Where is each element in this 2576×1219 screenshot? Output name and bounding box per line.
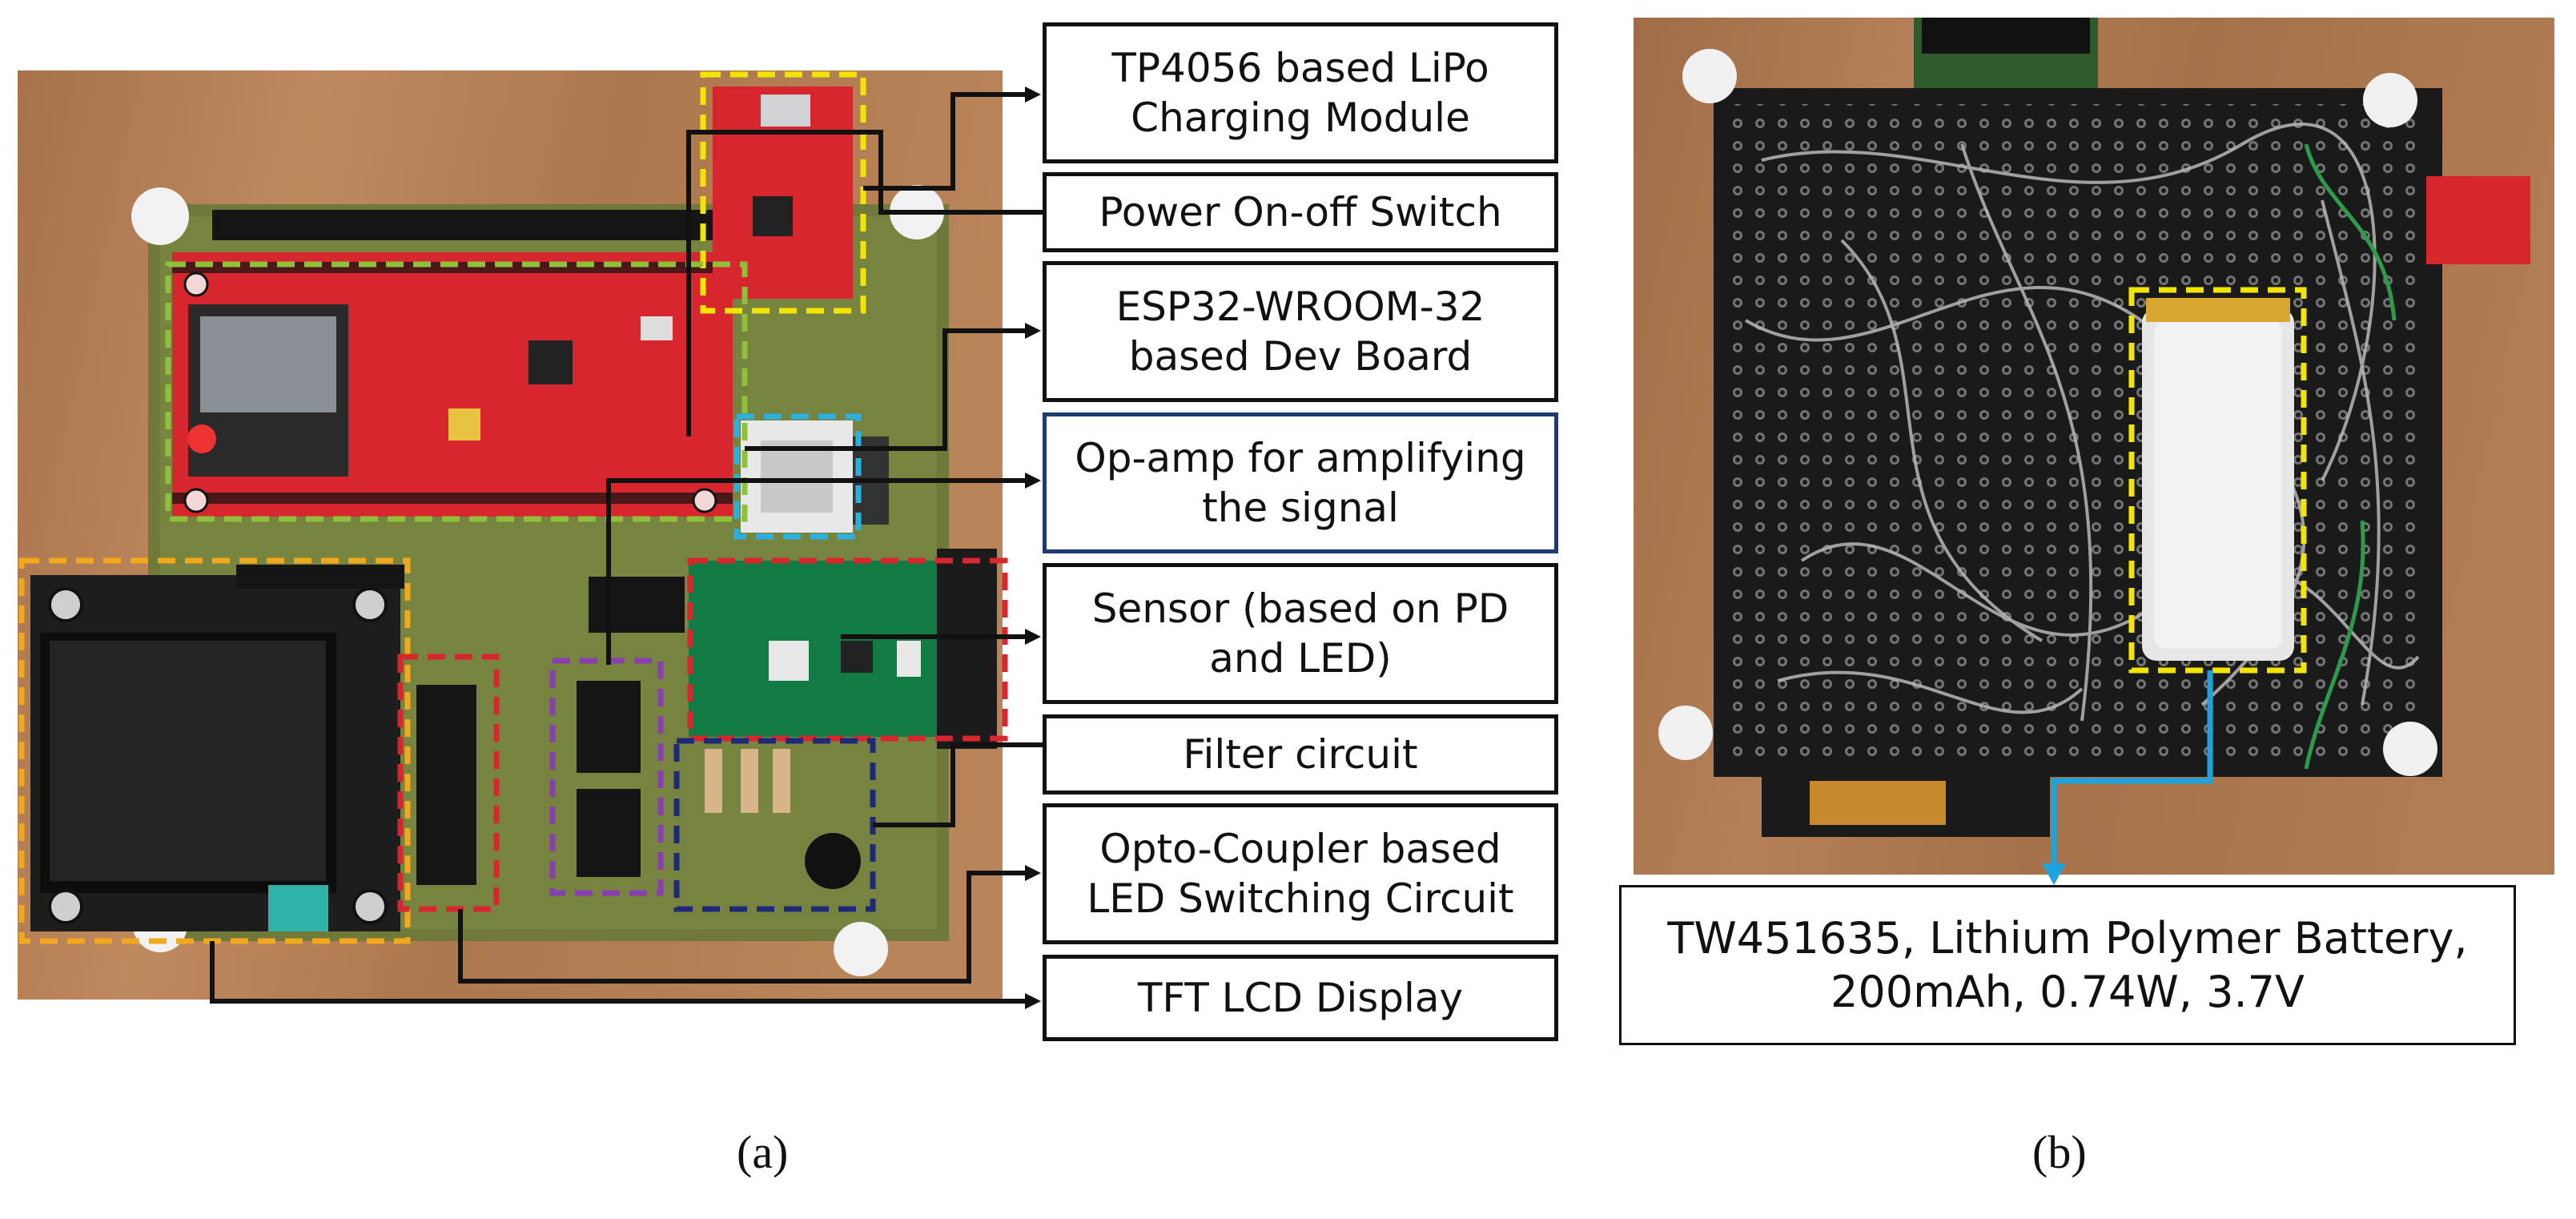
label-opto-coupler: Opto-Coupler based LED Switching Circuit	[1043, 803, 1558, 944]
leader-charging	[863, 92, 1031, 191]
label-filter: Filter circuit	[1043, 714, 1558, 795]
leader-tft	[210, 941, 1031, 1004]
label-battery: TW451635, Lithium Polymer Battery, 200mA…	[1619, 885, 2516, 1045]
capacitor	[805, 833, 861, 889]
highlight-power-switch	[733, 413, 862, 540]
label-power-switch: Power On-off Switch	[1043, 172, 1558, 252]
ic-chip-1	[416, 685, 476, 885]
label-tft-display: TFT LCD Display	[1043, 955, 1558, 1041]
label-opamp: Op-amp for amplifying the signal	[1043, 412, 1558, 553]
ic-chip-3	[577, 789, 641, 877]
ic-chip-2	[577, 681, 641, 773]
leader-esp32	[745, 328, 1031, 451]
leader-power-switch	[686, 130, 1045, 437]
caption-b: (b)	[2032, 1126, 2087, 1178]
highlight-battery	[2128, 287, 2307, 674]
label-esp32-board: ESP32-WROOM-32 based Dev Board	[1043, 261, 1558, 402]
leader-opamp	[606, 478, 1031, 665]
sensor-board	[689, 561, 977, 737]
label-sensor: Sensor (based on PD and LED)	[1043, 563, 1558, 704]
highlight-esp32	[165, 261, 748, 522]
caption-a: (a)	[737, 1126, 789, 1178]
leader-opto	[458, 871, 1031, 984]
highlight-opto-red	[397, 654, 500, 912]
leader-filter	[873, 742, 1045, 827]
highlight-opamp-purple	[549, 658, 664, 896]
label-charging-module: TP4056 based LiPo Charging Module	[1043, 22, 1558, 163]
highlight-charging-module	[700, 71, 866, 314]
battery-arrow	[2051, 670, 2213, 869]
